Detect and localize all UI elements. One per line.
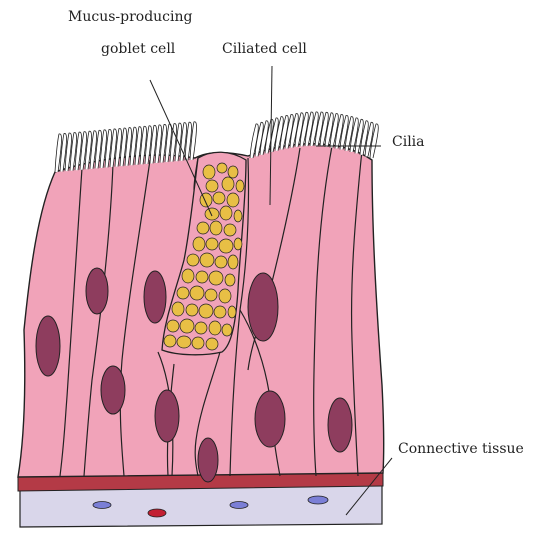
mucus-granule	[193, 237, 205, 251]
mucus-granule	[200, 253, 214, 267]
nucleus	[86, 268, 108, 314]
mucus-granule	[210, 221, 222, 235]
mucus-granule	[206, 238, 218, 250]
connective-tissue-cell	[230, 502, 248, 509]
connective-tissue-layer	[18, 473, 383, 527]
mucus-granule	[209, 271, 223, 285]
mucus-granule	[228, 255, 238, 269]
nucleus	[36, 316, 60, 376]
mucus-granule	[187, 254, 199, 266]
mucus-granule	[234, 210, 242, 222]
mucus-granule	[222, 324, 232, 336]
mucus-granule	[228, 306, 236, 318]
mucus-granule	[224, 224, 236, 236]
mucus-granule	[186, 304, 198, 316]
goblet-cell-label-line1: Mucus-producing	[68, 8, 192, 26]
mucus-granule	[177, 336, 191, 348]
mucus-granule	[192, 337, 204, 349]
mucus-granule	[182, 269, 194, 283]
mucus-granule	[228, 166, 238, 178]
mucus-granule	[200, 193, 212, 207]
mucus-granule	[220, 206, 232, 220]
mucus-granule	[164, 335, 176, 347]
mucus-granule	[195, 322, 207, 334]
connective-tissue-label: Connective tissue	[398, 440, 524, 458]
mucus-granule	[219, 239, 233, 253]
mucus-granule	[217, 163, 227, 173]
nucleus	[198, 438, 218, 482]
mucus-granule	[206, 180, 218, 192]
connective-tissue-cell	[148, 509, 166, 517]
mucus-granule	[180, 319, 194, 333]
mucus-granule	[196, 271, 208, 283]
mucus-granule	[236, 180, 244, 192]
mucus-granule	[206, 338, 218, 350]
mucus-granule	[177, 287, 189, 299]
ciliated-cell-label: Ciliated cell	[222, 40, 307, 58]
mucus-granule	[213, 192, 225, 204]
mucus-granule	[225, 274, 235, 286]
mucus-granule	[205, 289, 217, 301]
mucus-granule	[219, 289, 231, 303]
mucus-granule	[222, 177, 234, 191]
cilia-label: Cilia	[392, 133, 425, 151]
nucleus	[155, 390, 179, 442]
mucus-granule	[203, 165, 215, 179]
nucleus	[255, 391, 285, 447]
mucus-granule	[234, 238, 242, 250]
mucus-granule	[190, 286, 204, 300]
mucus-granule	[172, 302, 184, 316]
goblet-cell-label-line2: goblet cell	[101, 40, 175, 58]
mucus-granule	[214, 306, 226, 318]
connective-tissue-cell	[308, 496, 328, 504]
nucleus	[248, 273, 278, 341]
mucus-granule	[199, 304, 213, 318]
nucleus	[101, 366, 125, 414]
nucleus	[144, 271, 166, 323]
connective-tissue-band	[20, 485, 382, 527]
mucus-granule	[209, 321, 221, 335]
nucleus	[328, 398, 352, 452]
mucus-granule	[215, 256, 227, 268]
mucus-granule	[167, 320, 179, 332]
mucus-granule	[205, 208, 219, 220]
connective-tissue-cell	[93, 502, 111, 509]
mucus-granule	[197, 222, 209, 234]
mucus-granule	[227, 193, 239, 207]
